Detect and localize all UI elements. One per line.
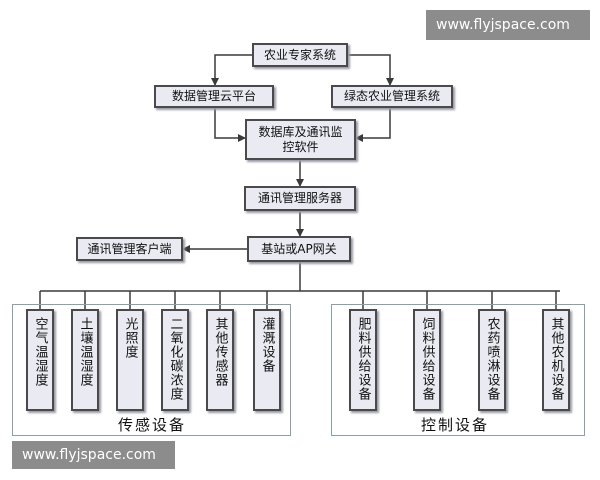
group-control-label: 控制设备 bbox=[421, 416, 490, 434]
node-comm-client: 通讯管理客户端 bbox=[76, 237, 183, 261]
device-other-machinery: 其他农机设备 bbox=[542, 309, 570, 411]
device-illuminance: 光照度 bbox=[116, 309, 144, 411]
device-air-temp-humidity: 空气温湿度 bbox=[26, 309, 54, 411]
group-sensing-label: 传感设备 bbox=[118, 416, 187, 434]
group-control-devices bbox=[331, 304, 585, 436]
device-pesticide-spray: 农药喷淋设备 bbox=[478, 309, 506, 411]
device-soil-temp-humidity: 土壤温湿度 bbox=[71, 309, 99, 411]
device-fertilizer-supply: 肥料供给设备 bbox=[349, 309, 377, 411]
node-cloud-platform: 数据管理云平台 bbox=[154, 85, 274, 108]
device-other-sensors: 其他传感器 bbox=[206, 309, 234, 411]
node-gateway: 基站或AP网关 bbox=[247, 236, 351, 262]
device-feed-supply: 饲料供给设备 bbox=[413, 309, 441, 411]
watermark-bottom: www.flyjspace.com bbox=[12, 441, 175, 469]
watermark-top: www.flyjspace.com bbox=[426, 10, 590, 40]
device-co2-concentration: 二氧化碳浓度 bbox=[161, 309, 189, 411]
device-irrigation: 灌溉设备 bbox=[253, 309, 281, 411]
node-green-agri-system: 绿态农业管理系统 bbox=[331, 85, 453, 108]
node-monitor-software: 数据库及通讯监控软件 bbox=[245, 119, 356, 160]
node-comm-server: 通讯管理服务器 bbox=[244, 186, 356, 211]
group-sensing-devices bbox=[12, 304, 291, 436]
node-expert-system: 农业专家系统 bbox=[252, 43, 348, 67]
